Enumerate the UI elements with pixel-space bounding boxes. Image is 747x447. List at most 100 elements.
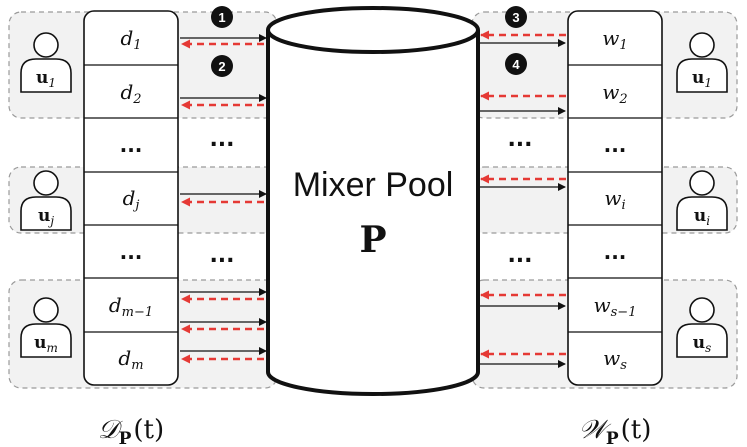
deposit-set-label: 𝒟P(t) [98,415,164,447]
withdrawal-label-base-0: w [602,26,619,50]
deposit-label-sub-3: j [132,198,139,213]
user-label-sub: s [705,341,711,355]
withdrawal-label-0: w1 [602,26,627,53]
mixer-pool-cylinder: Mixer Pool P [266,6,480,396]
user-label-sub: m [46,341,57,355]
step-badge-4-label: 4 [512,57,520,72]
user-label: u1 [692,68,712,90]
left-arrows [180,34,267,364]
ellipsis-left-1: ... [209,127,234,152]
left-user-avatar-2: um [20,297,72,358]
bottom-labels: 𝒟P(t) 𝒲P(t) [98,415,652,447]
deposit-label-5: dm−1 [109,293,153,320]
user-head-icon [689,297,715,323]
user-label-sub: 1 [48,76,56,90]
deposit-column-frame [83,10,179,386]
user-body-icon [676,196,728,231]
withdrawal-label-sub-0: 1 [619,38,627,53]
deposit-set-arg: (t) [133,415,164,445]
withdrawal-label-1: w2 [602,80,627,107]
user-label: us [693,333,712,355]
user-label: uj [38,206,54,228]
user-label-sub: 1 [704,76,712,90]
withdrawal-label-base-6: w [603,346,620,370]
user-label: ui [694,206,710,228]
deposit-label-sub-6: m [131,358,143,373]
step-badge-1-label: 1 [218,10,225,25]
user-head-icon [689,170,715,196]
deposit-label-6: dm [118,346,143,373]
cylinder-top [266,6,480,54]
user-body-icon [676,323,728,358]
user-body-icon [676,58,728,93]
deposit-label-sub-5: m−1 [122,305,154,320]
withdrawal-set-arg: (t) [621,415,652,445]
right-user-avatar-0: u1 [676,32,728,93]
deposit-label-base-6: d [118,346,131,370]
withdrawal-set-sub: P [606,429,619,447]
deposit-label-base-5: d [109,293,122,317]
withdrawal-dividers [568,64,662,333]
deposit-label-base-1: d [120,80,133,104]
ellipsis-left-2: ... [209,243,234,268]
withdrawal-label-6: ws [603,346,627,373]
step-badge-2 [211,55,233,77]
step-badge-3 [505,6,527,28]
right-arrows [480,30,566,368]
user-head-icon [33,170,59,196]
withdrawal-label-sub-1: 2 [618,92,627,107]
deposit-set-sub: P [119,429,132,447]
user-body-icon [20,196,72,231]
user-head-icon [33,297,59,323]
right-user-avatar-2: us [676,297,728,358]
middle-ellipses: ... ... ... ... [209,127,532,268]
user-label-base: u [693,333,705,353]
user-head-icon [33,32,59,58]
deposit-dividers [84,64,178,333]
withdrawal-label-base-1: w [602,80,619,104]
deposit-label-sub-1: 2 [132,92,141,107]
user-label-base: u [38,206,50,226]
deposit-label-base-0: d [120,26,133,50]
withdrawal-label-base-5: w [594,293,611,317]
deposit-label-2: ... [120,133,143,157]
withdrawal-label-base-3: w [604,186,621,210]
withdrawal-label-sub-5: s−1 [611,305,637,320]
withdrawal-label-3: wi [604,186,625,213]
withdrawal-label-2: ... [604,133,627,157]
cylinder-body [266,30,480,396]
user-label-base: u [36,68,48,88]
deposit-label-1: d2 [120,80,141,107]
pool-symbol: P [359,219,386,261]
step-badge-1 [211,6,233,28]
withdrawal-set-label: 𝒲P(t) [579,415,652,447]
withdrawal-label-4: ... [604,240,627,264]
withdrawal-label-sub-6: s [620,358,627,373]
ellipsis-right-2: ... [507,243,532,268]
step-badge-4 [505,53,527,75]
step-badge-3-label: 3 [512,10,519,25]
withdrawal-label-sub-3: i [621,198,625,213]
user-body-icon [20,323,72,358]
user-label: um [34,333,58,355]
right-user-avatar-1: ui [676,170,728,231]
ellipsis-right-1: ... [507,127,532,152]
user-head-icon [689,32,715,58]
user-label-base: u [692,68,704,88]
left-user-avatar-1: uj [20,170,72,231]
user-label-sub: i [706,214,710,228]
pool-title: Mixer Pool [293,166,454,204]
user-label-base: u [34,333,46,353]
deposit-label-0: d1 [120,26,141,53]
user-label-sub: j [47,214,54,228]
left-user-avatar-0: u1 [20,32,72,93]
user-body-icon [20,58,72,93]
deposit-label-3: dj [123,186,140,213]
withdrawal-column-frame [567,10,663,386]
step-badges: 1 2 3 4 [211,6,527,77]
